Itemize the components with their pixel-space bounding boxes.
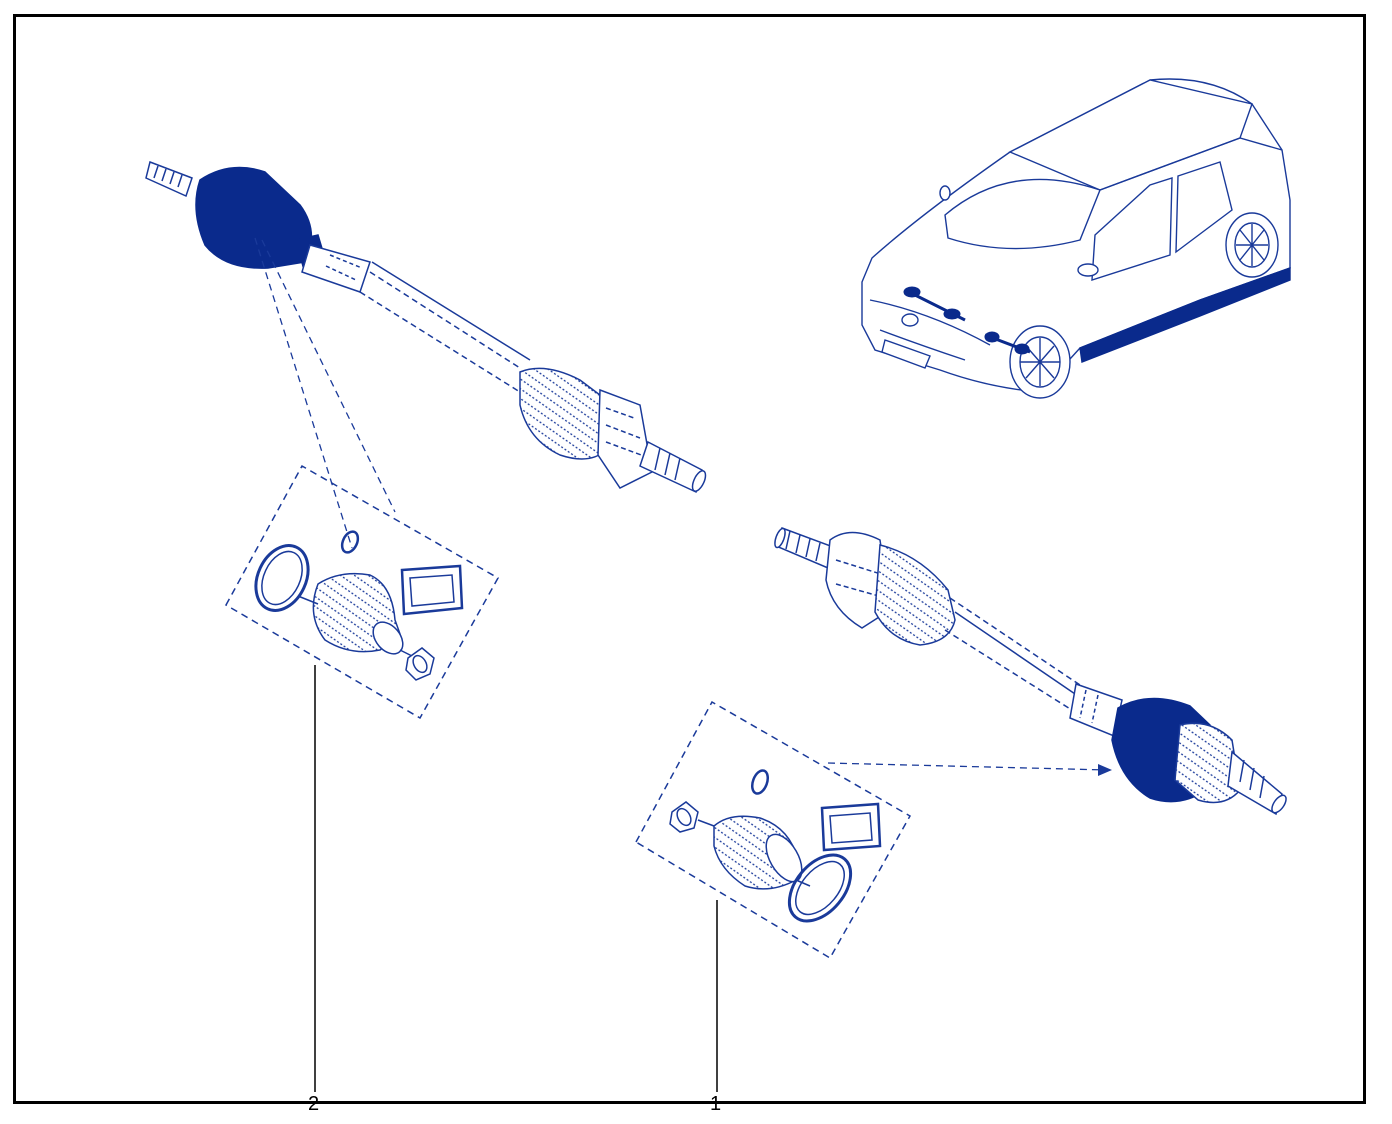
kit-2-axis-line	[297, 595, 319, 605]
driveshaft-left	[145, 160, 707, 494]
callout-label-1: 1	[710, 1093, 722, 1115]
kit-1-clamp-ring-small	[750, 769, 770, 795]
inner-joint-boot-right	[825, 531, 956, 646]
kit-2-axis-line-2	[399, 649, 413, 657]
kit-1-grease-sachet	[820, 802, 882, 852]
vehicle-suv-illustration	[861, 78, 1291, 399]
vehicle-driveshaft-highlight	[903, 286, 1031, 355]
guide-arrow-kit-1	[827, 762, 1112, 776]
kit-2-clamp-ring-large	[254, 544, 310, 612]
kit-2-nut	[405, 647, 435, 681]
vehicle-wheel-rear	[1225, 212, 1279, 278]
kit-1-nut	[669, 801, 699, 833]
inner-joint-boot	[519, 367, 653, 489]
driveshaft-right	[774, 527, 1287, 816]
kit-2-clamp-ring-small	[340, 530, 360, 554]
diagram-frame	[13, 14, 1366, 1104]
leader-lines	[314, 665, 718, 1092]
inner-joint-splined-end	[639, 440, 707, 494]
callout-label-2: 2	[308, 1093, 320, 1115]
kit-2-boot	[312, 572, 404, 655]
kit-1-clamp-ring-large	[787, 853, 853, 923]
kit-2-dashed-outline	[224, 464, 500, 720]
guide-line-kit-2	[254, 237, 396, 549]
kit-1-boot	[713, 815, 803, 890]
side-mirror	[1077, 263, 1099, 277]
inner-joint-splined-end-right	[774, 527, 837, 569]
antenna-icon	[939, 185, 951, 201]
shaft-bar	[301, 244, 531, 393]
vehicle-wheel-front	[1009, 325, 1071, 399]
outer-joint-splined-end	[145, 160, 193, 198]
kit-1-dashed-outline	[634, 700, 912, 960]
shaft-bar-right	[944, 597, 1123, 738]
kit-1-axis-line-2	[795, 879, 811, 887]
repair-kit-2	[224, 464, 500, 720]
repair-kit-1	[634, 700, 912, 960]
kit-1-axis-line	[697, 819, 715, 827]
outer-joint-housing-right	[1174, 722, 1287, 816]
kit-2-grease-sachet	[400, 564, 464, 616]
brand-logo-emblem	[901, 313, 919, 327]
